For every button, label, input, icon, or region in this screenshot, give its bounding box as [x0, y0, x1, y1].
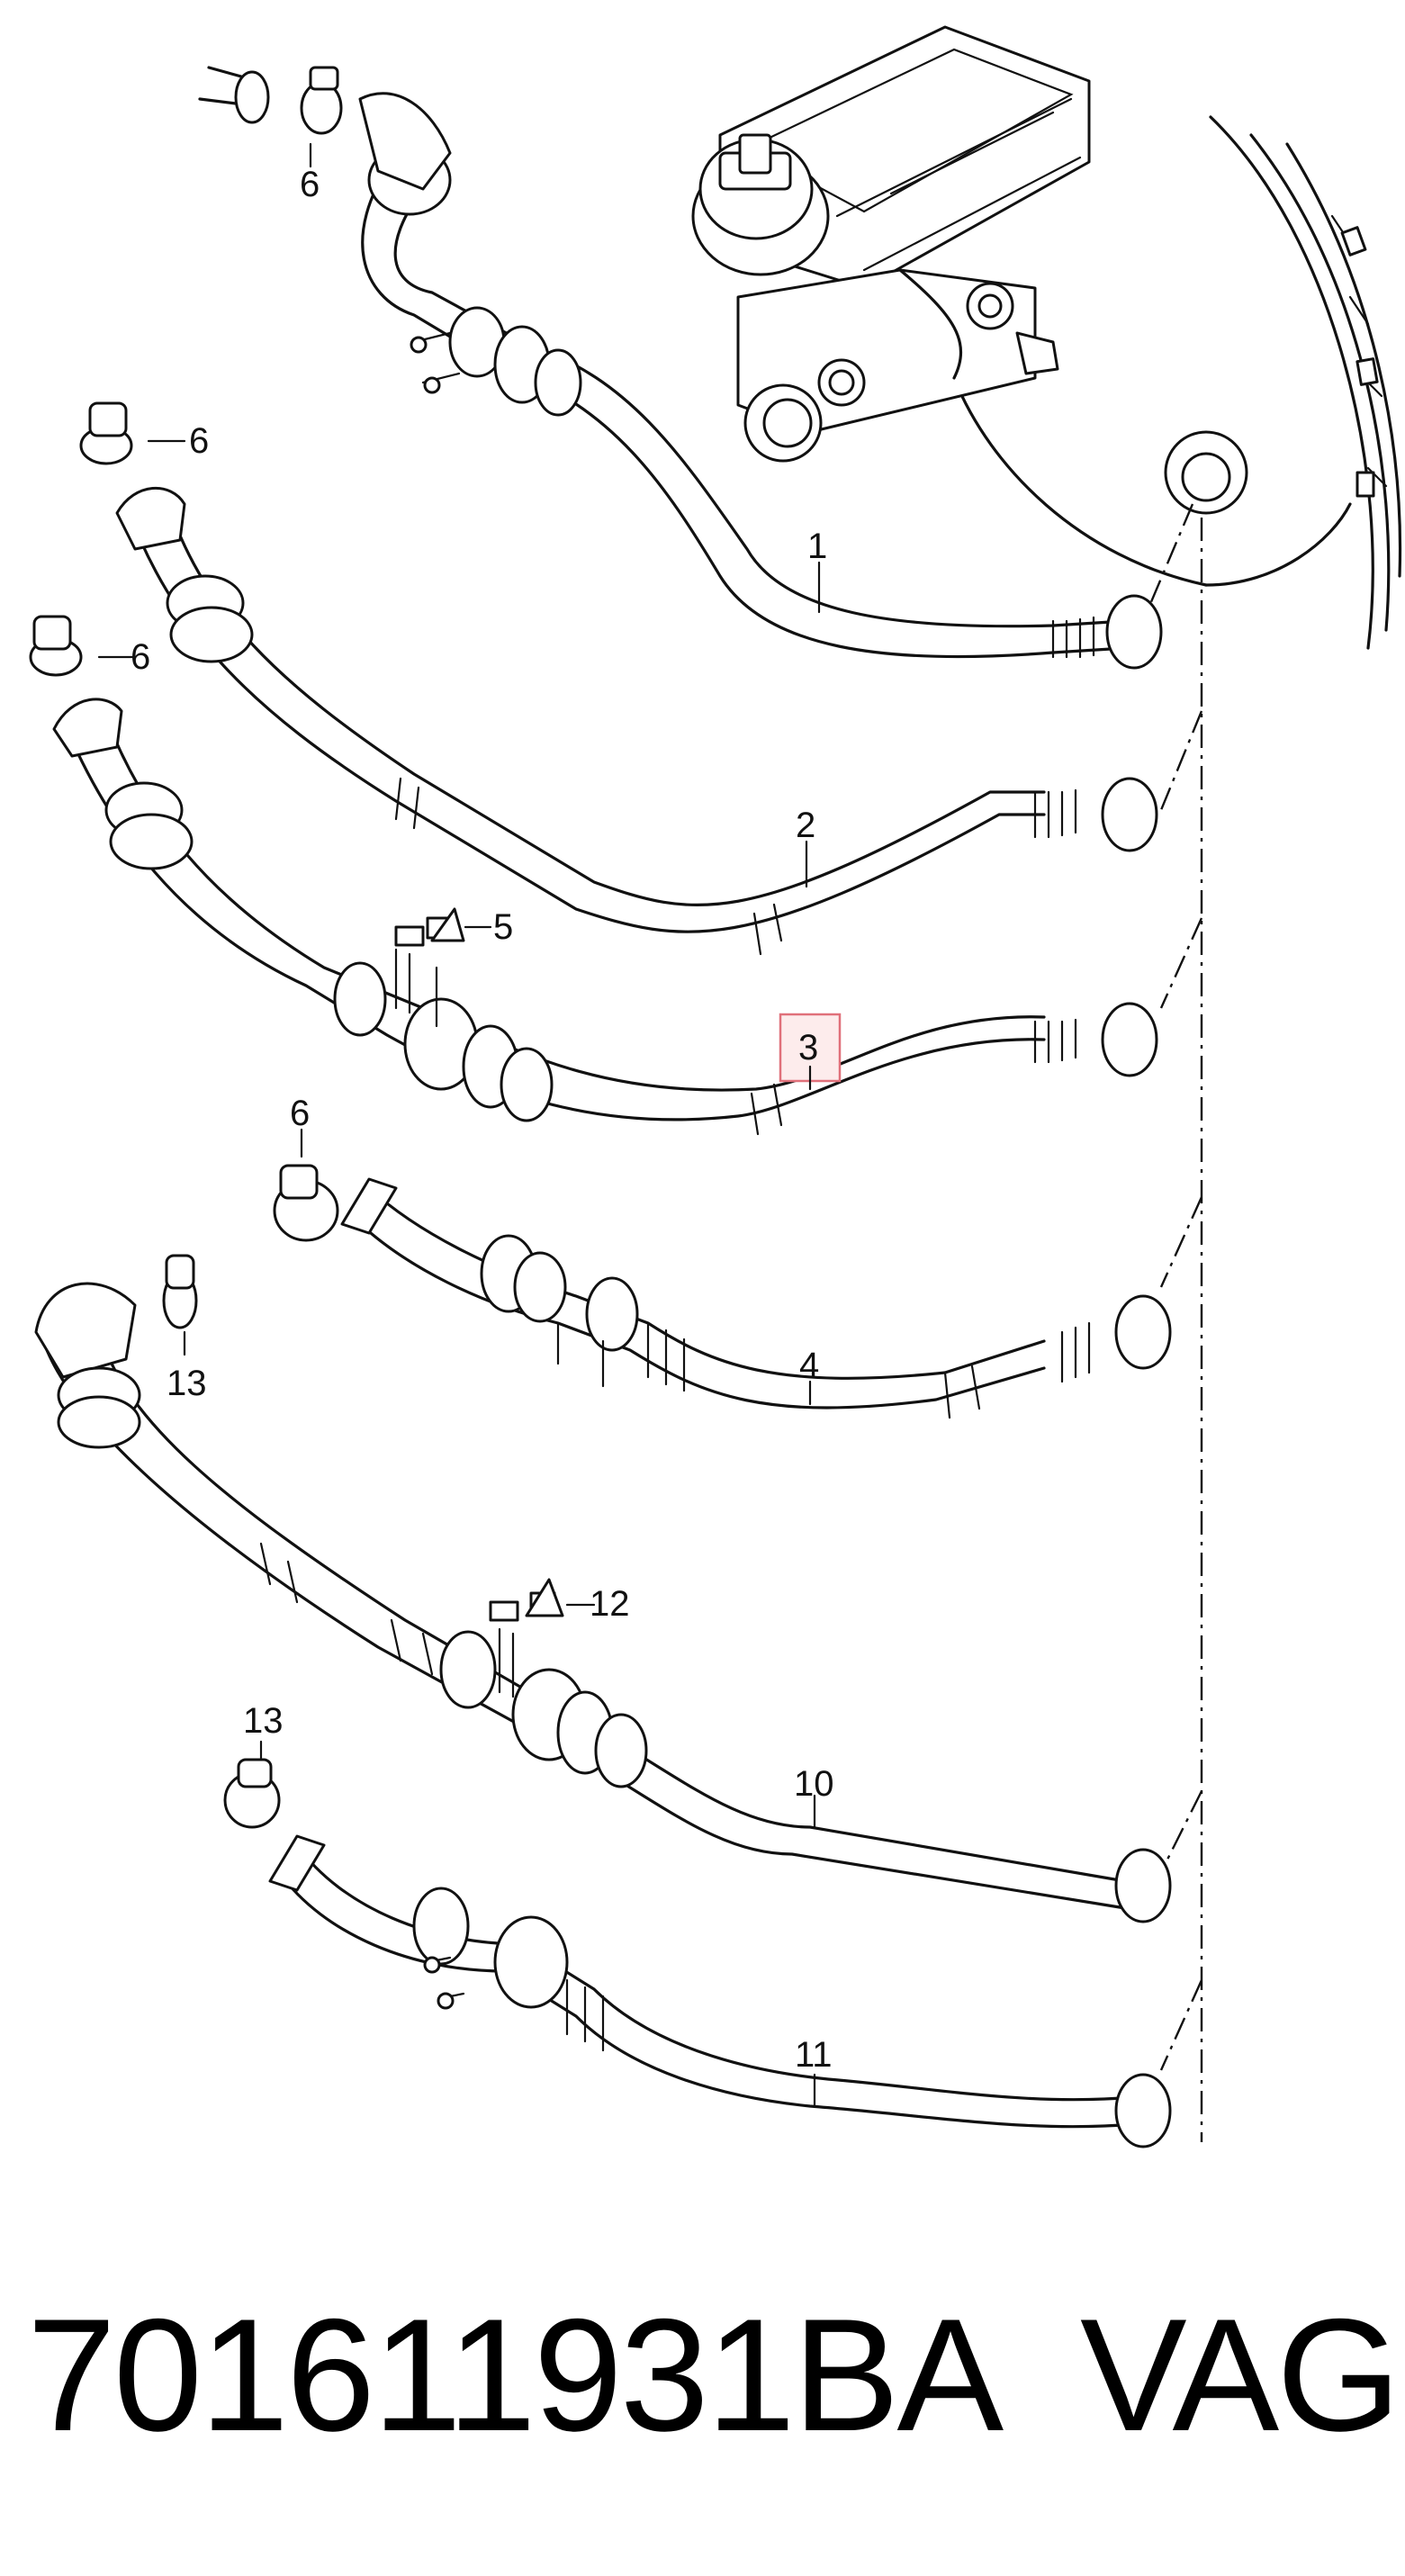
- callout-3[interactable]: 3: [798, 1028, 818, 1067]
- callout-1: 1: [807, 527, 827, 566]
- callout-6-fourth: 6: [290, 1094, 310, 1133]
- brake-hose-4: [273, 1164, 1172, 1419]
- callout-6-second: 6: [189, 421, 209, 461]
- brake-hose-1: [198, 66, 1163, 670]
- reference-lines: [1141, 503, 1203, 2142]
- callout-11: 11: [795, 2035, 833, 2075]
- callout-6-third: 6: [131, 637, 150, 677]
- brand-label: VAG: [1080, 2285, 1399, 2464]
- callout-13-top: 13: [167, 1364, 207, 1403]
- callout-4: 4: [799, 1346, 819, 1385]
- callout-6-top: 6: [300, 165, 320, 204]
- part-number: 701611931BA: [27, 2285, 1004, 2464]
- callout-2: 2: [796, 806, 815, 845]
- callout-5: 5: [493, 907, 513, 947]
- brake-hose-3: [29, 615, 1158, 1136]
- brake-hose-2: [79, 401, 1158, 956]
- brake-hose-11: [223, 1758, 1172, 2148]
- master-cylinder: [691, 25, 1091, 463]
- brake-booster: [952, 115, 1402, 650]
- callout-10: 10: [794, 1764, 834, 1804]
- brake-hose-10: [34, 1254, 1172, 1923]
- callout-12: 12: [590, 1584, 630, 1624]
- callout-13-bottom: 13: [243, 1701, 284, 1741]
